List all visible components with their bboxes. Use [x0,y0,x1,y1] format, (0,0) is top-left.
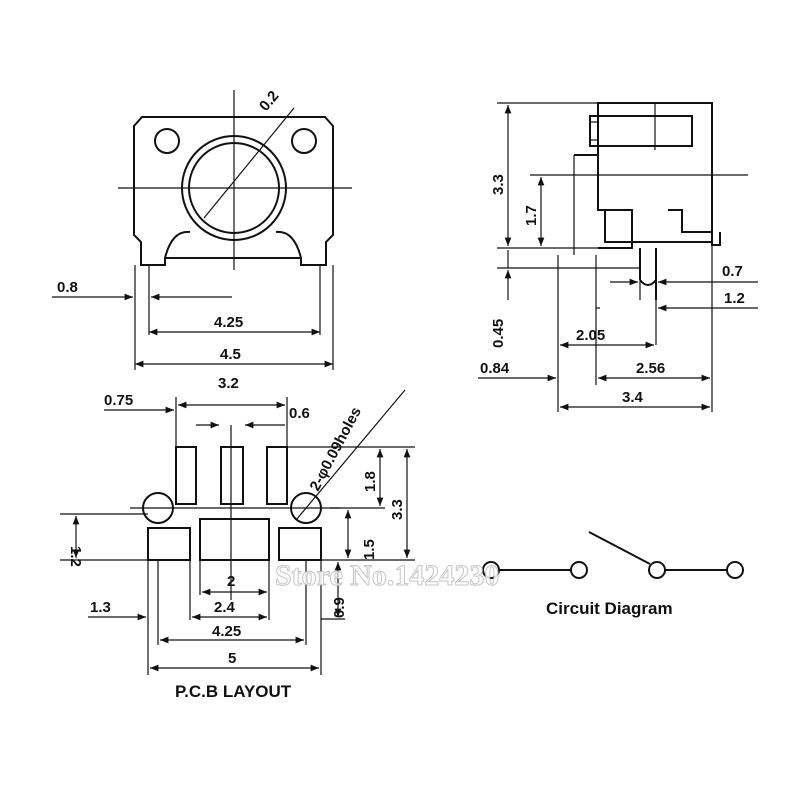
top-view-notch-right [275,230,302,259]
side-view-plunger-cap [589,121,599,141]
dim-h-3-3: 3.3 [389,499,406,520]
dim-lead-span: 4.25 [214,314,243,331]
dim-edge-offset: 0.84 [480,360,510,377]
circuit-caption: Circuit Diagram [546,599,673,618]
circuit-terminal-2 [570,561,588,579]
dim-span-2-4: 2.4 [214,599,236,616]
top-view: 0.2 0.8 4.25 4.5 [52,88,352,370]
dim-h-1-5: 1.5 [361,539,378,560]
pcb-slot-left [175,446,197,505]
dim-body-width: 4.5 [220,346,241,363]
pcb-holes-leader [295,389,406,521]
circuit-terminal-3 [648,561,666,579]
dim-slot-0-6: 0.6 [289,405,310,422]
dim-h-1-8: 1.8 [362,471,379,492]
top-view-mount-hole-right [291,128,317,154]
top-view-chamfer-leader [203,107,295,219]
dim-lead-thick: 0.45 [490,319,507,348]
pcb-slot-right [266,446,288,505]
dim-lead-width: 0.8 [57,279,78,296]
dim-height: 3.3 [490,174,507,195]
top-view-notch-left [164,230,191,259]
dim-w-1-2: 1.2 [724,290,745,307]
circuit-diagram: Circuit Diagram [482,531,744,618]
store-watermark: Store No.1424230 [275,559,499,592]
side-view-body [597,102,713,243]
dim-span-4-25: 4.25 [212,623,241,640]
dim-span-3-2: 3.2 [218,375,239,392]
side-view: 3.3 1.7 0.45 0.7 1.2 2.05 0.84 2.56 [478,102,758,412]
pcb-pad-right [278,527,322,561]
side-view-foot [639,248,657,300]
dim-off-1-3: 1.3 [90,599,111,616]
circuit-terminal-4 [726,561,744,579]
dim-h-1-2: 1.2 [67,546,84,567]
dim-inner-2: 2 [227,573,235,590]
side-view-plunger [589,115,693,147]
circuit-switch-arm [588,531,651,565]
pcb-layout-caption: P.C.B LAYOUT [175,682,292,701]
dim-total-depth: 3.4 [622,389,644,406]
side-view-terminal [668,209,721,246]
pcb-slot-center [220,446,244,505]
top-view-mount-hole-left [154,128,180,154]
pcb-pad-left [147,527,191,561]
dim-h-0-9: 0.9 [331,597,348,618]
dim-w-0-7: 0.7 [722,263,743,280]
dim-total-5: 5 [228,650,236,667]
dim-w-2-05: 2.05 [576,327,605,344]
dim-mid-height: 1.7 [523,205,540,226]
dim-chamfer: 0.2 [256,88,282,115]
pcb-layout: 0.75 3.2 0.6 2-φ0.09holes 1.8 3.3 1.5 1.… [60,375,415,701]
pcb-pad-center [199,518,270,561]
dim-w-2-56: 2.56 [636,360,665,377]
dim-pad-w: 0.75 [104,392,133,409]
side-view-lower-lead [598,209,633,249]
